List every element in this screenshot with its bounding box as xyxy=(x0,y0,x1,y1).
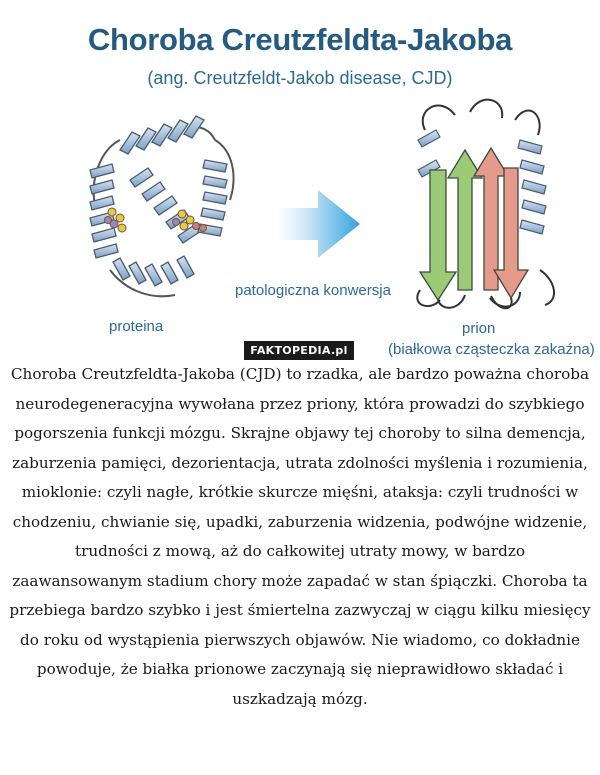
prion-label: prion xyxy=(462,320,496,337)
protein-helix-structure xyxy=(89,115,235,298)
prion-beta-sheet-structure xyxy=(416,98,555,310)
infographic: Choroba Creutzfeldta-Jakoba (ang. Creutz… xyxy=(0,0,600,362)
protein-label: proteina xyxy=(109,318,164,335)
prion-sublabel: (białkowa cząsteczka zakaźna) xyxy=(388,341,595,358)
conversion-label: patologiczna konwersja xyxy=(235,282,391,299)
watermark-badge: FAKTOPEDIA.pl xyxy=(244,341,354,360)
conversion-arrow xyxy=(278,190,360,258)
infographic-subtitle: (ang. Creutzfeldt-Jakob disease, CJD) xyxy=(147,68,453,88)
article-body-text: Choroba Creutzfeldta-Jakoba (CJD) to rza… xyxy=(9,365,591,708)
infographic-title: Choroba Creutzfeldta-Jakoba xyxy=(87,22,513,57)
infographic-art xyxy=(89,98,555,310)
